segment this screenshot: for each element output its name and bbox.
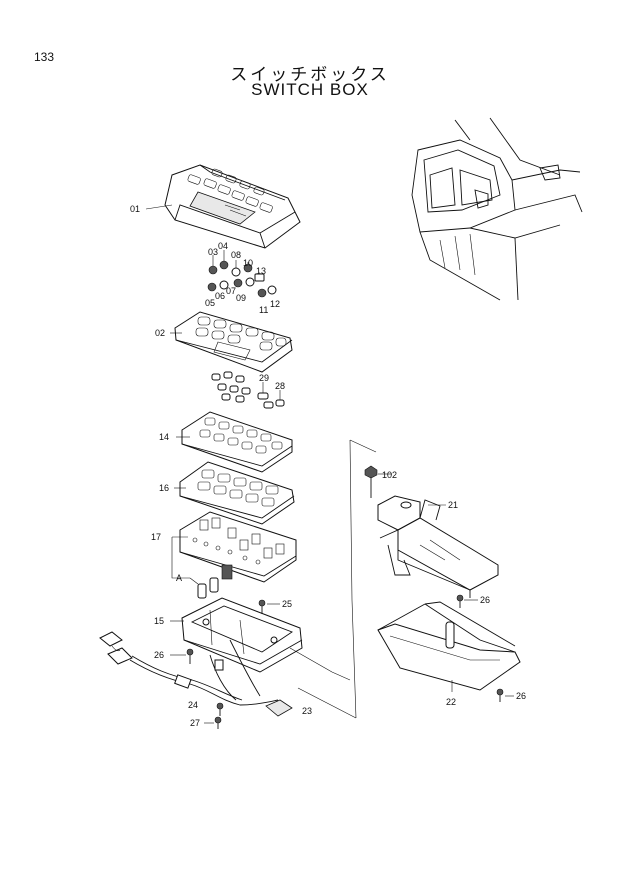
callout-labels: 01 03 04 08 10 13 05 06 07 09 11 12 02 2… (130, 204, 526, 728)
callout-a: A (176, 573, 182, 583)
mounting-boundary-lines (289, 439, 377, 719)
callout-08: 08 (231, 250, 241, 260)
screw-27 (204, 716, 222, 729)
callout-03: 03 (208, 247, 218, 257)
callout-12: 12 (270, 299, 280, 309)
title-english: SWITCH BOX (251, 80, 369, 99)
switch-caps-28-29 (211, 371, 285, 409)
callout-26-left: 26 (154, 650, 164, 660)
screw-26-right (496, 688, 514, 702)
callout-23: 23 (302, 706, 312, 716)
callout-06: 06 (215, 291, 225, 301)
callout-05: 05 (205, 298, 215, 308)
callout-01: 01 (130, 204, 140, 214)
part-14-rubber-key-mat (176, 411, 293, 473)
callout-09: 09 (236, 293, 246, 303)
screw-25 (258, 599, 280, 614)
callout-29: 29 (259, 373, 269, 383)
part-22-cover (377, 601, 521, 692)
excavator-cab-illustration (411, 117, 583, 301)
callout-04: 04 (218, 241, 228, 251)
part-01-switch-cover (145, 164, 301, 249)
callout-13: 13 (256, 266, 266, 276)
callout-07: 07 (226, 286, 236, 296)
callout-27: 27 (190, 718, 200, 728)
part-02-gasket (170, 311, 293, 373)
part-15-base-housing (170, 597, 303, 673)
callout-22: 22 (446, 697, 456, 707)
screw-26-middle (456, 594, 478, 608)
part-24-wire-harness (99, 631, 279, 716)
callout-26-right: 26 (516, 691, 526, 701)
callout-28: 28 (275, 381, 285, 391)
part-23-connector-cap (265, 699, 293, 717)
part-16-switch-panel (174, 461, 295, 525)
screw-26-left (170, 648, 194, 664)
callout-24: 24 (188, 700, 198, 710)
callout-102: 102 (382, 470, 397, 480)
callout-26-middle: 26 (480, 595, 490, 605)
callout-10: 10 (243, 258, 253, 268)
switch-knob-parts-03-13 (207, 250, 277, 298)
bolt-102 (364, 465, 392, 498)
callout-11: 11 (259, 305, 268, 315)
callout-15: 15 (154, 616, 164, 626)
part-17-circuit-board (171, 511, 297, 583)
callout-21: 21 (448, 500, 458, 510)
page-number: 133 (34, 50, 55, 64)
callout-14: 14 (159, 432, 169, 442)
callout-16: 16 (159, 483, 169, 493)
callout-25: 25 (282, 599, 292, 609)
callout-02: 02 (155, 328, 165, 338)
title-japanese: スイッチボックス (230, 65, 390, 85)
connector-a-parts (189, 577, 219, 599)
callout-17: 17 (151, 532, 161, 542)
part-21-bracket (377, 495, 499, 598)
